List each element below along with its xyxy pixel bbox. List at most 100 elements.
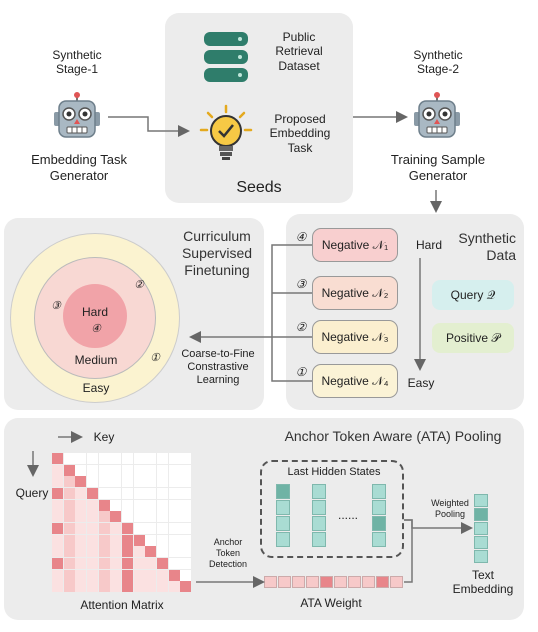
matrix-cell <box>98 476 110 488</box>
matrix-cell <box>110 488 122 500</box>
neg-mark-3: ② <box>295 320 307 334</box>
hidden-state-cell <box>276 500 290 515</box>
matrix-cell <box>75 581 87 593</box>
matrix-cell <box>98 453 110 465</box>
matrix-cell <box>180 476 192 488</box>
hard-ring-label: Hard <box>81 305 108 319</box>
matrix-cell <box>180 546 192 558</box>
easy-ring-label: Easy <box>82 381 110 395</box>
matrix-cell <box>145 476 157 488</box>
matrix-cell <box>122 453 134 465</box>
matrix-cell <box>168 464 180 476</box>
hidden-state-cell <box>372 532 386 547</box>
matrix-cell <box>145 511 157 523</box>
matrix-cell <box>75 488 87 500</box>
matrix-cell <box>110 534 122 546</box>
matrix-cell <box>157 523 169 535</box>
matrix-cell <box>75 499 87 511</box>
matrix-cell <box>157 546 169 558</box>
weight-cell <box>292 576 305 588</box>
matrix-cell <box>63 488 75 500</box>
matrix-cell <box>157 511 169 523</box>
hidden-state-cell <box>312 500 326 515</box>
matrix-cell <box>63 511 75 523</box>
matrix-cell <box>145 534 157 546</box>
matrix-cell <box>110 511 122 523</box>
matrix-cell <box>87 569 99 581</box>
matrix-cell <box>168 511 180 523</box>
matrix-cell <box>52 534 64 546</box>
ring-mark-2: ② <box>134 279 144 291</box>
matrix-cell <box>133 453 145 465</box>
matrix-cell <box>180 453 192 465</box>
hidden-state-cell <box>312 532 326 547</box>
hidden-state-cell <box>372 484 386 499</box>
matrix-cell <box>52 569 64 581</box>
matrix-cell <box>98 558 110 570</box>
matrix-cell <box>87 499 99 511</box>
weight-cell <box>362 576 375 588</box>
matrix-cell <box>122 488 134 500</box>
arrow-icon <box>404 519 413 583</box>
robot-icon <box>52 92 102 142</box>
last-hidden-states-box <box>260 460 404 558</box>
matrix-cell <box>145 581 157 593</box>
matrix-cell <box>52 546 64 558</box>
embedding-cell <box>474 508 488 521</box>
matrix-cell <box>157 499 169 511</box>
text-embedding-vector <box>474 494 488 564</box>
arrow-icon <box>271 244 312 382</box>
weight-cell <box>334 576 347 588</box>
query-label: Query <box>15 486 49 500</box>
matrix-cell <box>157 476 169 488</box>
hidden-state-cell <box>276 532 290 547</box>
medium-ring-label: Medium <box>74 353 118 367</box>
matrix-cell <box>168 534 180 546</box>
hidden-state-cell <box>276 516 290 531</box>
hidden-state-cell <box>312 516 326 531</box>
matrix-cell <box>98 534 110 546</box>
matrix-cell <box>122 476 134 488</box>
matrix-cell <box>87 546 99 558</box>
matrix-cell <box>168 523 180 535</box>
matrix-cell <box>122 546 134 558</box>
matrix-cell <box>180 488 192 500</box>
matrix-cell <box>52 464 64 476</box>
matrix-cell <box>52 511 64 523</box>
matrix-cell <box>122 581 134 593</box>
arrow-icon <box>108 116 190 137</box>
neg-mark-4: ① <box>295 365 307 379</box>
matrix-cell <box>168 499 180 511</box>
matrix-cell <box>110 499 122 511</box>
weight-cell <box>348 576 361 588</box>
matrix-cell <box>168 581 180 593</box>
matrix-cell <box>110 546 122 558</box>
matrix-cell <box>52 581 64 593</box>
ring-mark-4: ④ <box>91 323 101 335</box>
matrix-cell <box>180 523 192 535</box>
matrix-cell <box>157 534 169 546</box>
matrix-cell <box>63 499 75 511</box>
matrix-cell <box>87 464 99 476</box>
matrix-cell <box>180 464 192 476</box>
hidden-states <box>276 484 396 550</box>
matrix-cell <box>87 476 99 488</box>
matrix-cell <box>110 581 122 593</box>
ata-pooling-title: Anchor Token Aware (ATA) Pooling <box>284 428 502 444</box>
matrix-cell <box>168 476 180 488</box>
easy-label: Easy <box>407 376 435 390</box>
matrix-cell <box>52 523 64 535</box>
matrix-cell <box>122 464 134 476</box>
ata-weight-bar <box>264 576 404 588</box>
matrix-cell <box>110 453 122 465</box>
last-hidden-states-label: Last Hidden States <box>287 466 381 478</box>
matrix-cell <box>122 523 134 535</box>
robot-icon <box>412 92 462 142</box>
neg-mark-1: ④ <box>295 230 307 244</box>
